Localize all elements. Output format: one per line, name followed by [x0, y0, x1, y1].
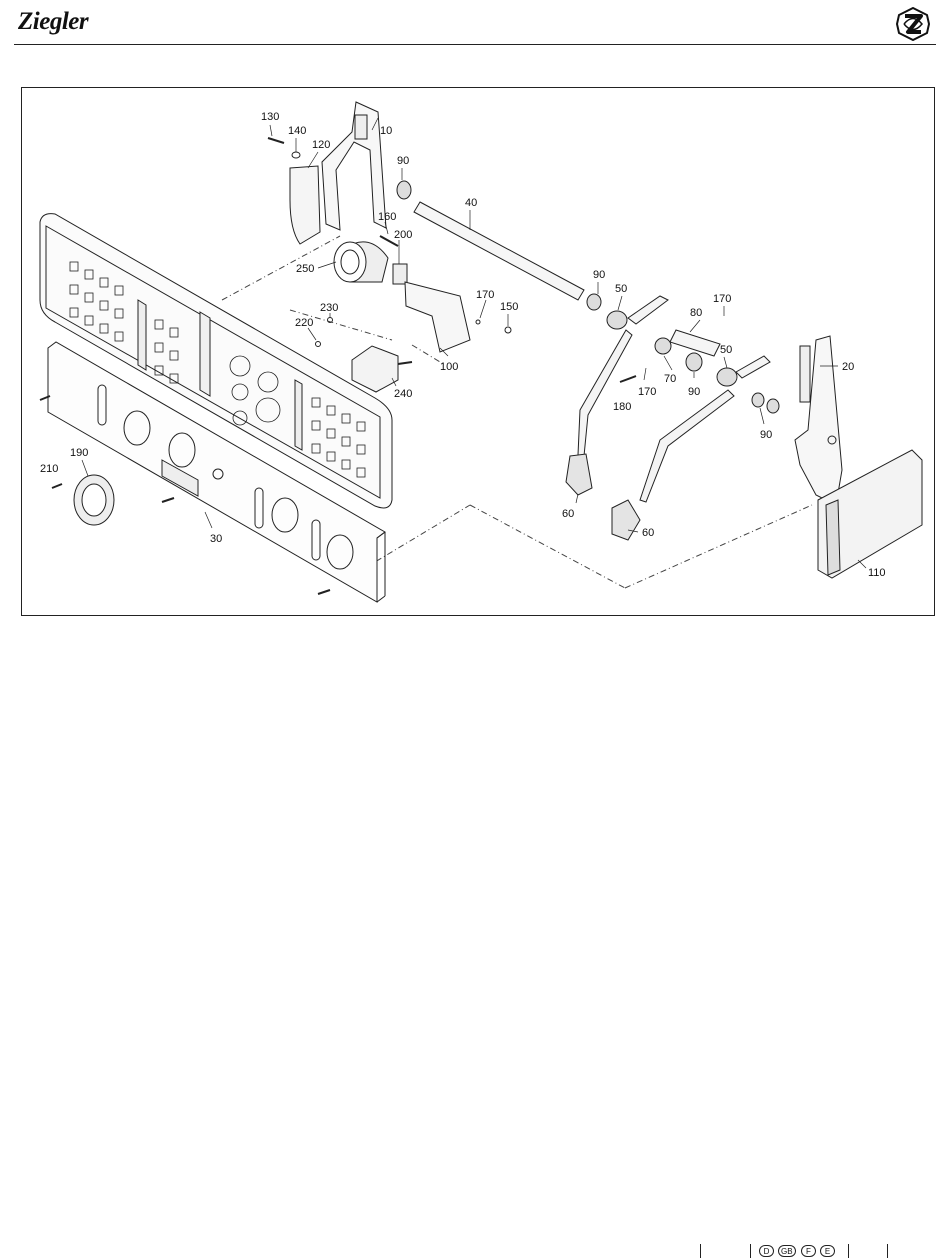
callout: 70 [664, 373, 676, 385]
plate-80 [670, 330, 720, 356]
callout: 250 [296, 263, 314, 275]
part-120 [290, 166, 320, 244]
washer-140 [292, 152, 300, 158]
footer-separator [887, 1244, 888, 1258]
callout: 20 [842, 361, 854, 373]
callout: 220 [295, 317, 313, 329]
bushing-90 [752, 393, 764, 407]
shaft-40 [414, 202, 584, 300]
nut-150 [505, 327, 511, 333]
callout: 150 [500, 301, 518, 313]
callout: 10 [380, 125, 392, 137]
switch-240 [352, 346, 398, 392]
callout: 40 [465, 197, 477, 209]
callout: 50 [615, 283, 627, 295]
callout: 90 [593, 269, 605, 281]
callout: 110 [868, 567, 886, 579]
callout: 60 [642, 527, 654, 539]
page-footer: D GB F E [0, 620, 950, 660]
language-badge-e: E [820, 1245, 835, 1257]
callout: 90 [760, 429, 772, 441]
bracket-100 [405, 282, 470, 352]
alignment-line [470, 505, 625, 588]
callout: 210 [40, 463, 58, 475]
callout: 170 [476, 289, 494, 301]
callout: 50 [720, 344, 732, 356]
footer-separator [848, 1244, 849, 1258]
screw [318, 590, 330, 594]
callout: 60 [562, 508, 574, 520]
bolt-130 [268, 138, 284, 143]
screw-210 [52, 484, 62, 488]
bearing-250 [334, 242, 388, 282]
callout: 190 [70, 447, 88, 459]
callout: 200 [394, 229, 412, 241]
callout: 90 [688, 386, 700, 398]
bushing-90 [767, 399, 779, 413]
language-badge-d: D [759, 1245, 774, 1257]
callout: 180 [613, 401, 631, 413]
footer-separator [750, 1244, 751, 1258]
callout: 170 [638, 386, 656, 398]
callout: 240 [394, 388, 412, 400]
callout: 80 [690, 307, 702, 319]
callout: 30 [210, 533, 222, 545]
alignment-line [365, 505, 470, 568]
callout: 90 [397, 155, 409, 167]
bracket-20 [795, 336, 842, 505]
footer-separator [700, 1244, 701, 1258]
lever-assembly-2 [612, 356, 770, 540]
alignment-line [625, 505, 812, 588]
bushing-90 [397, 181, 411, 199]
exploded-parts-diagram: 10 20 30 40 50 50 60 60 70 80 90 90 90 9… [0, 0, 950, 660]
bushing-90 [686, 353, 702, 371]
callout: 170 [713, 293, 731, 305]
language-badge-gb: GB [778, 1245, 796, 1257]
flange-190 [74, 475, 114, 525]
bushing-70 [655, 338, 671, 354]
callout: 230 [320, 302, 338, 314]
alignment-line [222, 236, 340, 300]
callout: 140 [288, 125, 306, 137]
plate-200 [393, 264, 407, 284]
screw-220 [316, 342, 321, 347]
callout: 120 [312, 139, 330, 151]
screw [162, 498, 174, 502]
washer-170 [476, 320, 480, 324]
bolt-180 [620, 376, 636, 382]
bushing-90 [587, 294, 601, 310]
callout: 130 [261, 111, 279, 123]
callout: 100 [440, 361, 458, 373]
callout: 160 [378, 211, 396, 223]
language-badge-f: F [801, 1245, 816, 1257]
